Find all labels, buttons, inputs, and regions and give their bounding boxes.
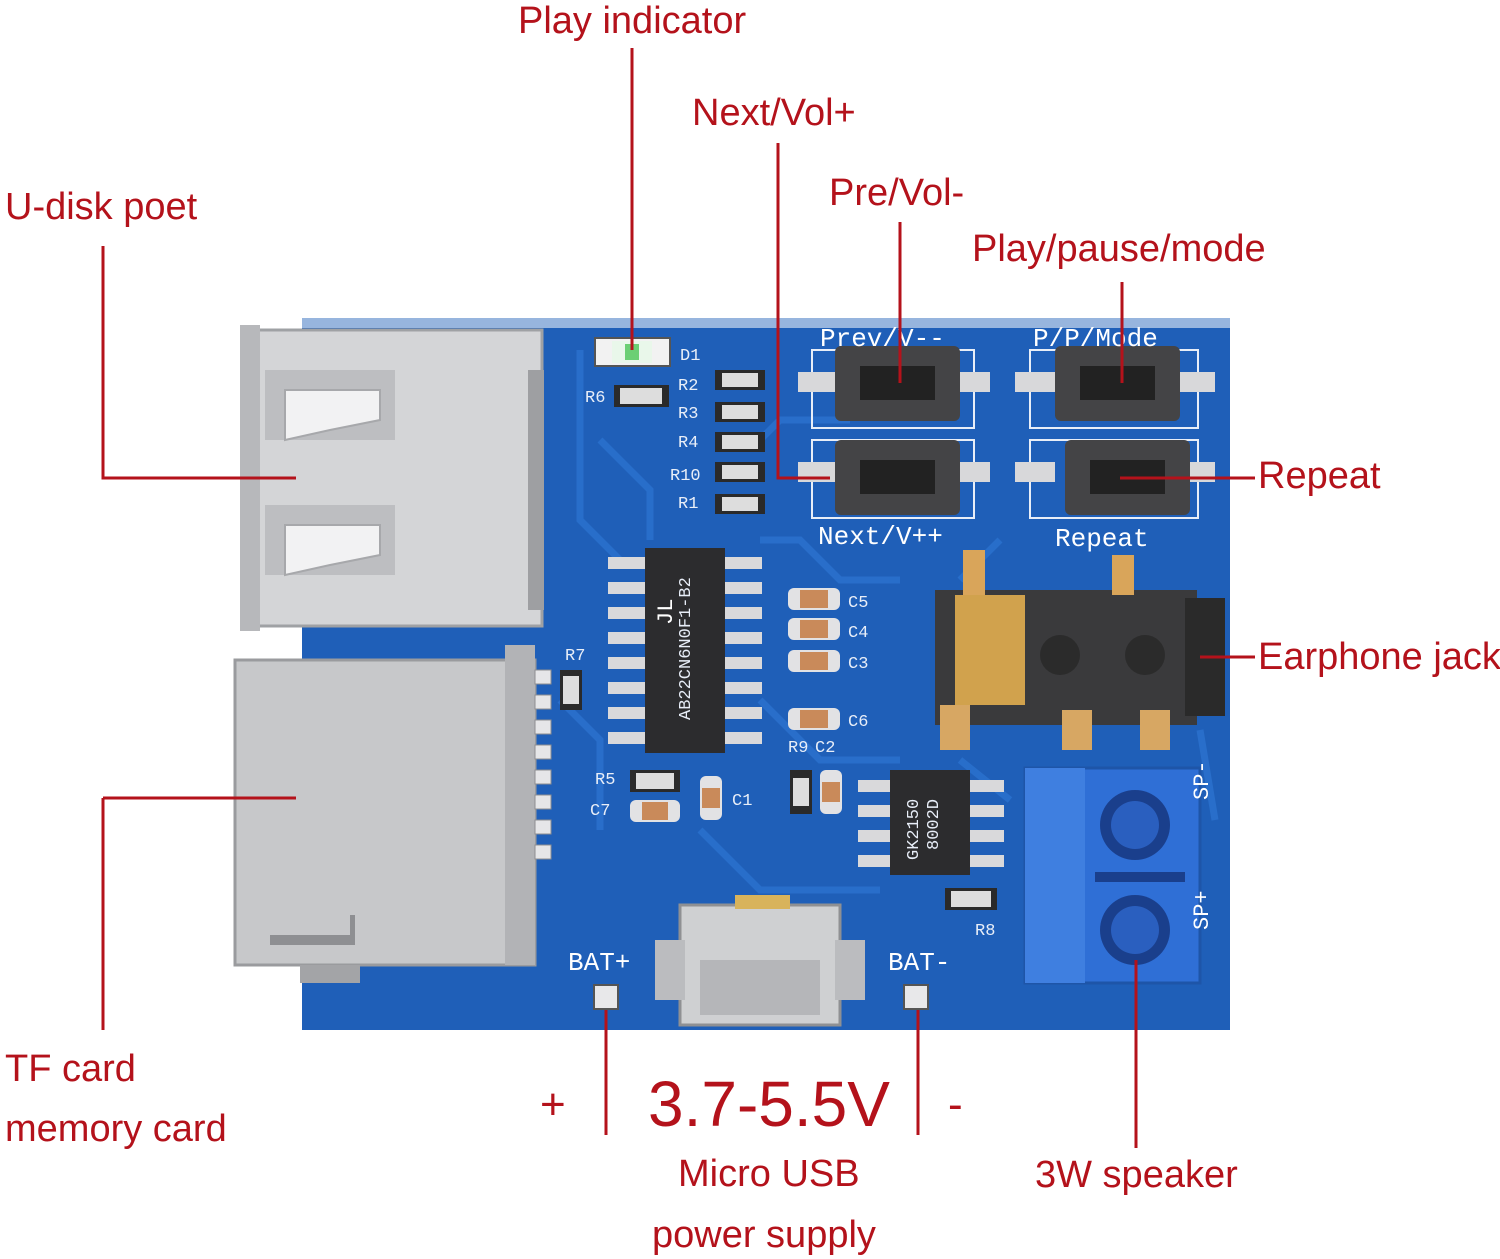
leader-next (776, 143, 830, 480)
micro-usb-port (655, 895, 865, 1027)
earphone-jack-component (935, 550, 1225, 750)
leader-tf-card (101, 796, 296, 1030)
label-plus-sign: + (540, 1080, 566, 1129)
silk-repeat: Repeat (1055, 524, 1149, 554)
capacitors (560, 588, 997, 910)
label-speaker: 3W speaker (1035, 1154, 1238, 1196)
leader-u-disk (101, 246, 296, 480)
silk-ppmode: P/P/Mode (1033, 324, 1158, 354)
silk-r4: R4 (678, 434, 698, 453)
label-pre-vol-minus: Pre/Vol- (829, 172, 965, 214)
silk-r8: R8 (975, 922, 995, 941)
bat-minus-pad (903, 984, 929, 1010)
bat-plus-pad (593, 984, 619, 1010)
silk-r3: R3 (678, 405, 698, 424)
silk-r10: R10 (670, 467, 701, 486)
label-play-pause-mode: Play/pause/mode (972, 228, 1266, 270)
label-u-disk-port: U-disk poet (5, 186, 198, 228)
label-play-indicator: Play indicator (518, 0, 747, 42)
label-voltage: 3.7-5.5V (648, 1068, 890, 1140)
silk-next: Next/V++ (818, 522, 943, 552)
label-micro-usb-line2: power supply (652, 1214, 876, 1256)
silk-c4: C4 (848, 624, 868, 643)
label-repeat: Repeat (1258, 455, 1381, 497)
silk-bat-plus: BAT+ (568, 948, 630, 978)
chip-main-marking: AB22CN6N0F1-B2 (677, 577, 696, 720)
amp-chip-marking-2: GK2150 (905, 799, 924, 860)
tf-card-slot (233, 645, 552, 983)
button-play-pause (1015, 346, 1215, 429)
amplifier-chip (858, 770, 1004, 875)
main-chip (608, 548, 762, 753)
silk-sp-plus: SP+ (1190, 890, 1215, 930)
resistor-array (614, 370, 765, 514)
silk-r6: R6 (585, 389, 605, 408)
silk-bat-minus: BAT- (888, 948, 950, 978)
speaker-terminal (1023, 766, 1202, 985)
label-micro-usb-line1: Micro USB (678, 1153, 860, 1195)
chip-logo: JL (654, 599, 679, 625)
silk-r7: R7 (565, 647, 585, 666)
label-next-vol-plus: Next/Vol+ (692, 92, 856, 134)
label-tf-card-line2: memory card (5, 1108, 227, 1150)
label-tf-card-line1: TF card (5, 1048, 136, 1090)
silk-d1: D1 (680, 347, 700, 366)
silk-c2: C2 (815, 739, 835, 758)
leader-lines (101, 48, 1255, 1148)
label-minus-sign: - (948, 1080, 963, 1129)
silk-c6: C6 (848, 713, 868, 732)
button-next (798, 439, 990, 519)
amp-chip-marking-1: 8002D (925, 799, 944, 850)
silk-sp-minus: SP- (1190, 760, 1215, 800)
button-prev (798, 346, 990, 429)
silk-r5: R5 (595, 771, 615, 790)
label-earphone-jack: Earphone jack (1258, 636, 1500, 678)
usb-a-port (240, 325, 544, 631)
silk-c7: C7 (590, 802, 610, 821)
silk-c1: C1 (732, 792, 752, 811)
silk-r1: R1 (678, 495, 698, 514)
silk-prev: Prev/V-- (820, 324, 945, 354)
silk-r9: R9 (788, 739, 808, 758)
silk-r2: R2 (678, 377, 698, 396)
silk-c3: C3 (848, 655, 868, 674)
silk-c5: C5 (848, 594, 868, 613)
